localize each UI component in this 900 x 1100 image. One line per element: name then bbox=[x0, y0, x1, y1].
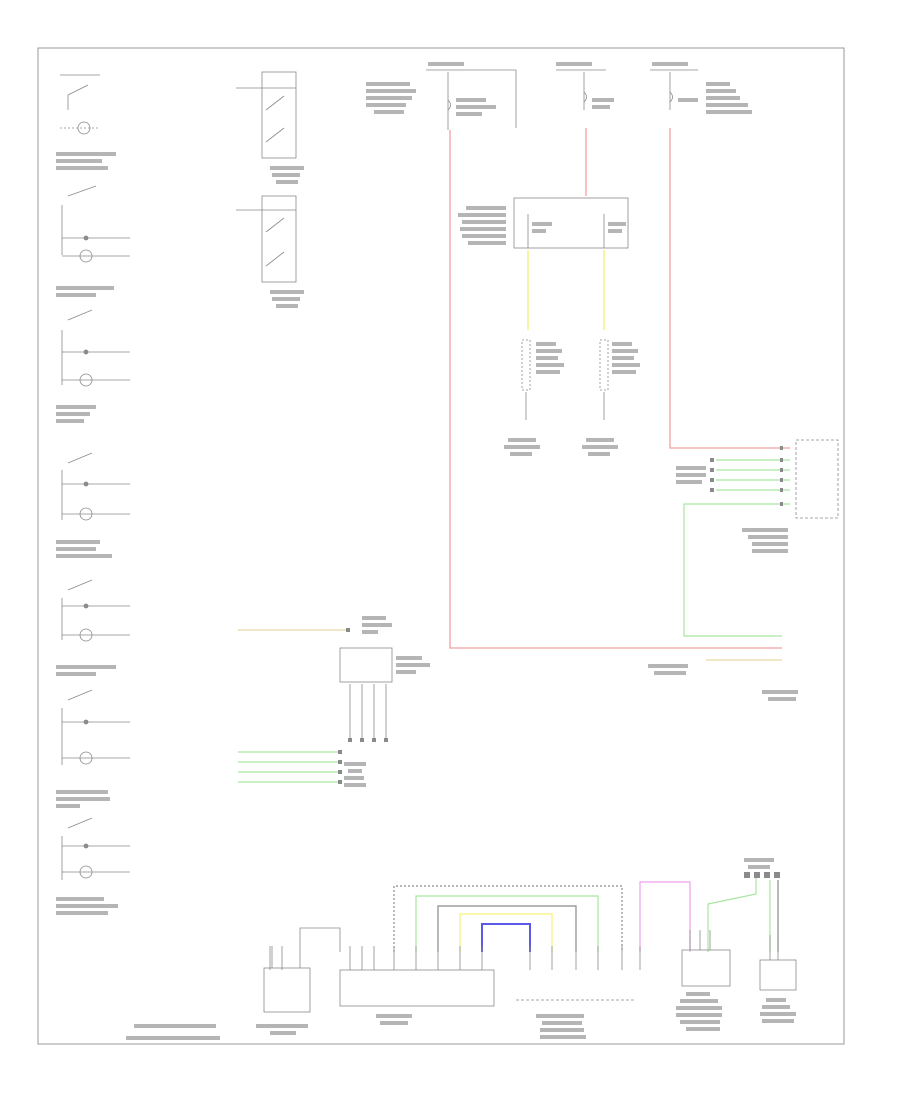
heater-switch-lower bbox=[236, 195, 297, 283]
fuse-source-3 bbox=[650, 69, 698, 110]
fuse-source-1 bbox=[426, 69, 517, 130]
fuse-source-2 bbox=[556, 69, 606, 110]
left-switch-column bbox=[60, 74, 130, 880]
switch-icon bbox=[265, 95, 285, 111]
fuse-icon bbox=[669, 91, 673, 103]
climate-connector-pins bbox=[710, 446, 783, 506]
engine-module bbox=[339, 647, 393, 740]
mid-pins bbox=[338, 628, 388, 784]
switch-icon bbox=[67, 84, 89, 96]
switch-icon bbox=[67, 689, 93, 701]
switch-icon bbox=[67, 309, 93, 321]
heater-switch-labels bbox=[270, 166, 304, 308]
switch-group-6 bbox=[61, 689, 130, 765]
switch-group-7 bbox=[61, 817, 130, 880]
switch-icon bbox=[265, 127, 285, 143]
switch-icon bbox=[67, 579, 93, 591]
bottom-connector-row bbox=[269, 930, 779, 970]
green-wires-mid bbox=[238, 751, 340, 783]
fuse-icon bbox=[447, 99, 451, 111]
seat-heater-labels bbox=[504, 342, 640, 456]
switch-icon bbox=[67, 452, 93, 464]
seat-module-labels bbox=[458, 206, 626, 245]
bottom-top-connector bbox=[744, 872, 780, 878]
switch-group-4 bbox=[61, 452, 130, 521]
far-right-module-box bbox=[759, 959, 797, 991]
switch-group-2 bbox=[61, 185, 130, 263]
seat-heater-left bbox=[521, 339, 531, 420]
relay-unit bbox=[339, 969, 495, 1007]
switch-icon bbox=[67, 817, 93, 829]
right-module-box bbox=[681, 949, 731, 987]
bottom-harness bbox=[393, 878, 779, 952]
climate-connector-wires bbox=[683, 459, 790, 637]
diagram-frame bbox=[37, 47, 845, 1045]
seat-switch-box bbox=[263, 927, 341, 1013]
switch-group-1 bbox=[60, 74, 100, 135]
climate-module bbox=[795, 439, 839, 519]
seat-heater-right bbox=[599, 339, 609, 420]
climate-labels bbox=[648, 466, 798, 701]
switch-group-3 bbox=[61, 309, 130, 387]
seat-heater-module bbox=[513, 197, 629, 249]
heater-switch-upper bbox=[236, 71, 297, 159]
switch-icon bbox=[67, 185, 97, 197]
mid-labels bbox=[344, 616, 430, 787]
left-column-labels bbox=[56, 152, 118, 915]
fuse-icon bbox=[583, 91, 587, 103]
bottom-labels bbox=[126, 858, 796, 1040]
switch-icon bbox=[265, 251, 285, 267]
switch-icon bbox=[265, 217, 285, 233]
red-wires bbox=[449, 128, 790, 649]
yellow-wires bbox=[527, 250, 605, 330]
fuse-labels bbox=[366, 62, 752, 116]
switch-group-5 bbox=[61, 579, 130, 642]
